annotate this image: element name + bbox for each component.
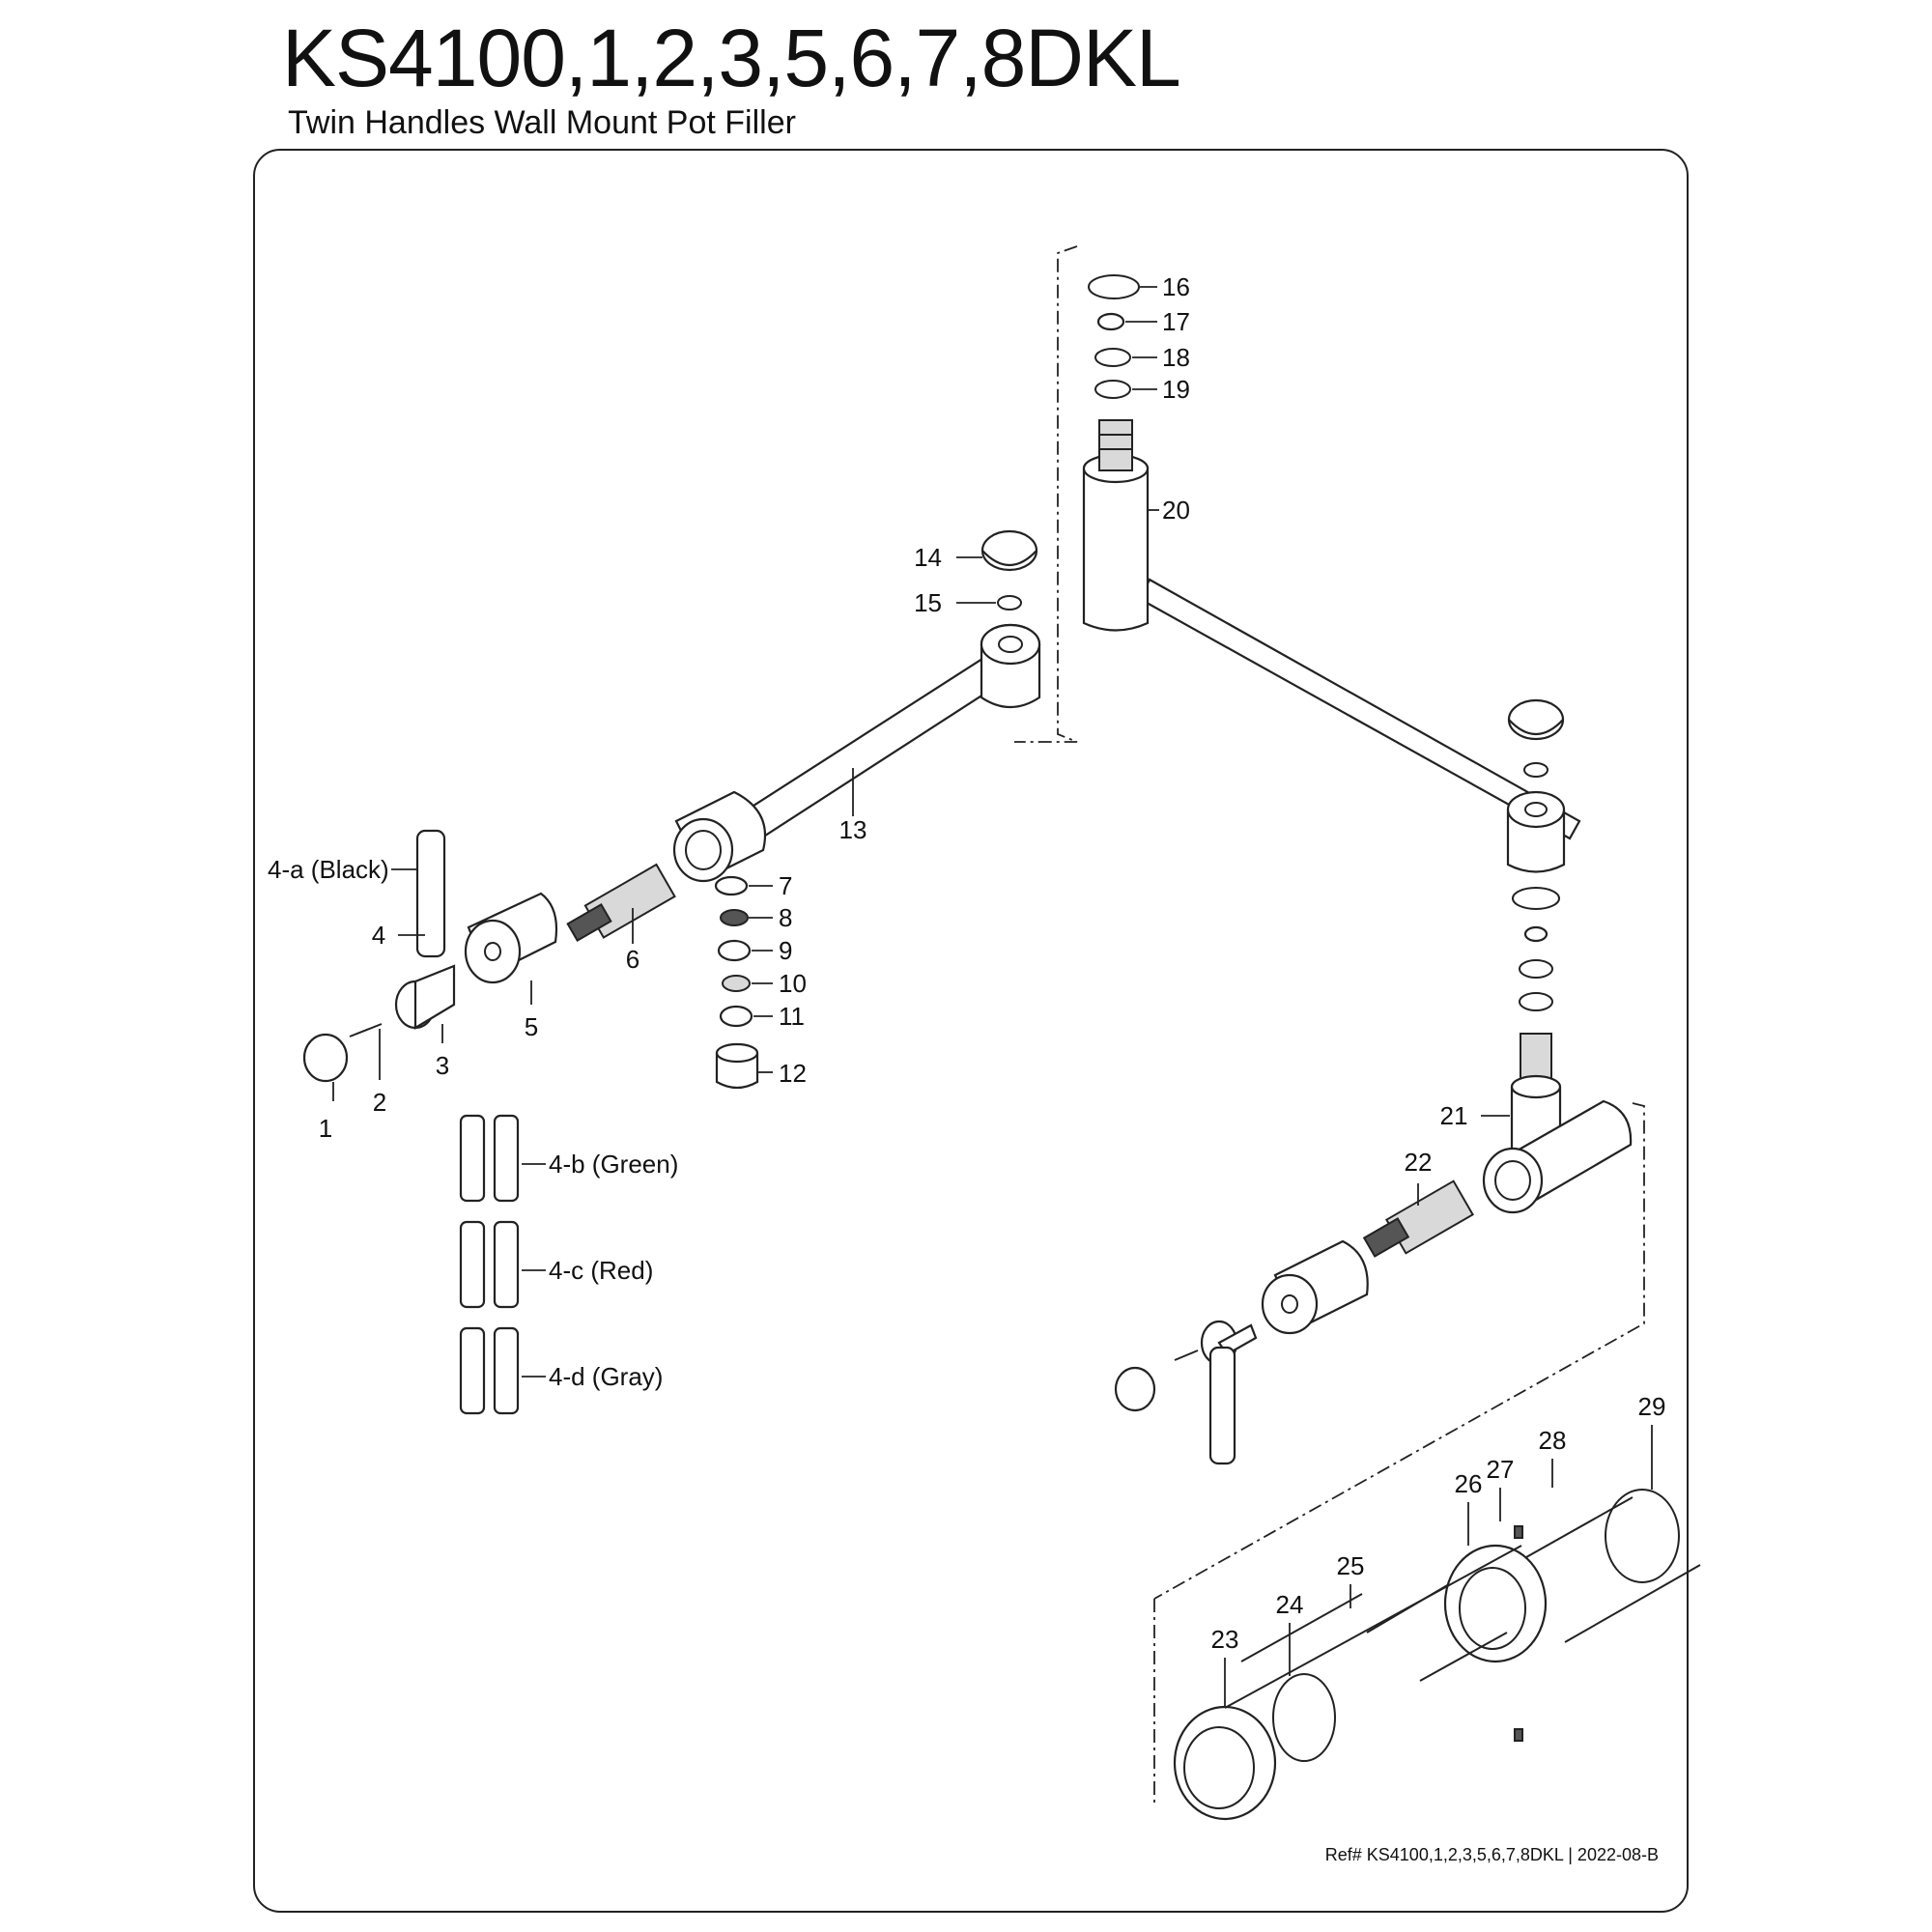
o-ring-19 [1094,380,1131,399]
callout-18: 18 [1162,343,1190,372]
product-subtitle: Twin Handles Wall Mount Pot Filler [288,104,796,141]
callout-11: 11 [779,1002,805,1031]
washer-15 [997,595,1022,611]
lower-wall-dash-line [1153,1102,1645,1600]
callout-23: 23 [1211,1625,1239,1654]
callout-17: 17 [1162,307,1190,336]
callout-16: 16 [1162,272,1190,301]
diagram-frame [253,149,1689,1913]
callout-1: 1 [319,1114,332,1143]
flange-assembly [1153,1489,1701,1821]
model-number-title: KS4100,1,2,3,5,6,7,8DKL [282,13,1181,103]
o-ring-18 [1094,348,1131,367]
callout-27: 27 [1487,1455,1515,1484]
reference-number: Ref# KS4100,1,2,3,5,6,7,8DKL | 2022-08-B [1324,1845,1659,1864]
callout-6: 6 [626,945,639,974]
callout-9: 9 [779,936,792,965]
callout-4b: 4-b (Green) [549,1150,678,1179]
callout-5: 5 [525,1012,538,1041]
callout-13: 13 [839,815,867,844]
callout-20: 20 [1162,496,1190,525]
callout-10: 10 [779,969,807,998]
callout-4: 4 [372,921,385,950]
callout-26: 26 [1455,1469,1483,1498]
right-handle-assembly [1114,1239,1369,1465]
callout-3: 3 [436,1051,449,1080]
cap-14 [980,529,1038,572]
callout-14: 14 [914,543,942,572]
lever-part-4 [415,829,446,958]
left-arm [672,623,1041,883]
right-hinge-assembly [1506,698,1566,1085]
spout-body [1082,419,1581,840]
callout-28: 28 [1539,1426,1567,1455]
callout-24: 24 [1276,1590,1304,1619]
callout-12: 12 [779,1059,807,1088]
callout-29: 29 [1638,1392,1666,1421]
callout-22: 22 [1405,1148,1433,1177]
callout-4d: 4-d (Gray) [549,1362,663,1391]
o-ring-16 [1088,274,1140,299]
cap-part-1 [302,1033,349,1083]
upper-wall-dash-line [1014,245,1078,743]
callout-15: 15 [914,588,942,617]
left-handle-assembly [302,829,676,1083]
callout-19: 19 [1162,375,1190,404]
callout-8: 8 [779,903,792,932]
lever-options [459,1114,520,1415]
callout-25: 25 [1337,1551,1365,1580]
callout-7: 7 [779,871,792,900]
cartridge-22 [1362,1179,1475,1258]
aerator-stack [714,875,759,1090]
callout-21: 21 [1440,1101,1468,1130]
callout-4a: 4-a (Black) [268,855,389,884]
callout-2: 2 [373,1088,386,1117]
washer-17 [1096,312,1125,331]
callout-4c: 4-c (Red) [549,1256,653,1285]
valve-body-21 [1482,1074,1633,1214]
